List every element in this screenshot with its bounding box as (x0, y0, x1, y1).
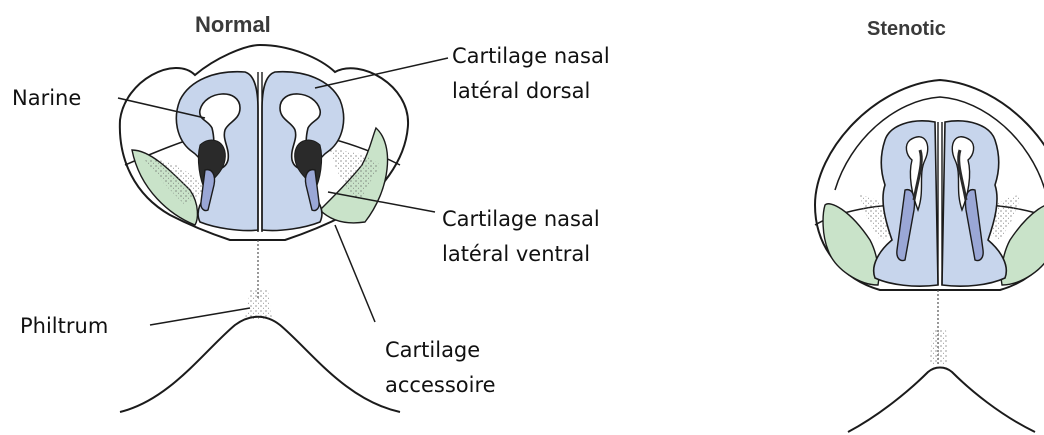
normal-nose-illustration (120, 45, 408, 412)
label-cartilage-ventral-line1: Cartilage nasal (442, 203, 600, 235)
label-cartilage-dorsal-line2: latéral dorsal (452, 75, 590, 107)
stenotic-septum-line (938, 122, 942, 285)
label-accessoire-line2: accessoire (385, 369, 496, 401)
label-philtrum: Philtrum (20, 310, 108, 342)
stenotic-nose-illustration (815, 80, 1044, 432)
label-cartilage-ventral-line2: latéral ventral (442, 238, 590, 270)
label-accessoire-line1: Cartilage (385, 334, 480, 366)
leader-philtrum (150, 308, 250, 325)
leader-accessoire (335, 225, 375, 322)
title-stenotic: Stenotic (867, 18, 946, 41)
label-cartilage-dorsal-line1: Cartilage nasal (452, 40, 610, 72)
stenotic-philtrum-stipple (930, 330, 948, 365)
normal-philtrum-stipple (245, 290, 272, 320)
label-narine: Narine (12, 82, 81, 114)
normal-upper-lip (120, 317, 400, 412)
title-normal: Normal (195, 12, 271, 38)
stenotic-upper-lip (848, 368, 1035, 433)
normal-septum-line (258, 72, 262, 232)
